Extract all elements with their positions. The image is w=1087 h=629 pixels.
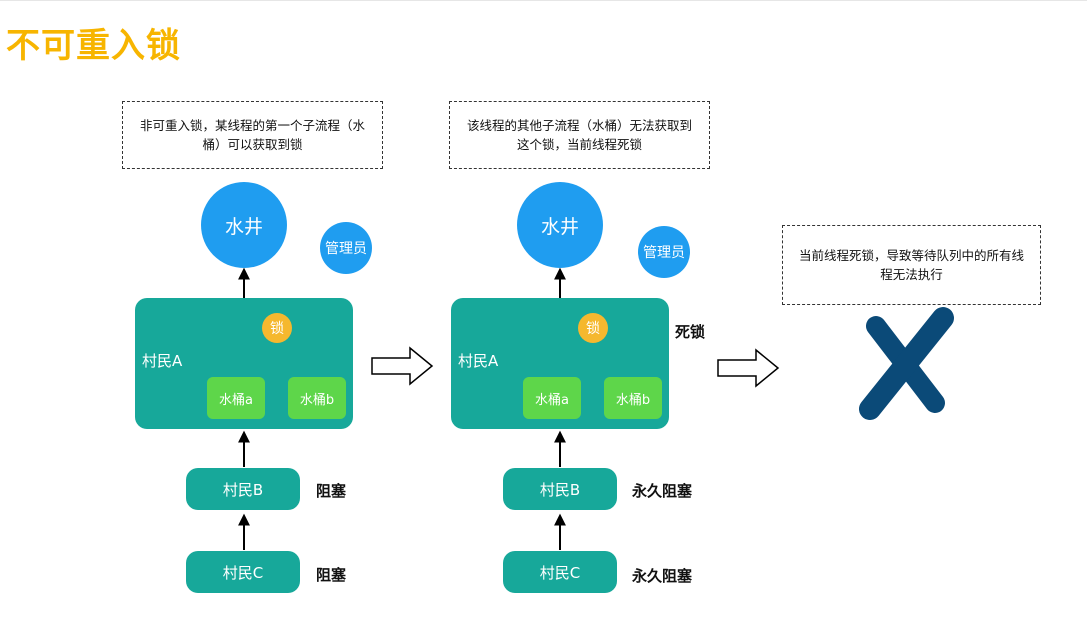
stage2-villager-a-label: 村民A [458,352,499,370]
stage1-villager-c: 村民C [186,551,300,593]
stage3-note: 当前线程死锁，导致等待队列中的所有线程无法执行 [782,225,1041,305]
stage-arrow-1 [371,346,434,386]
stage1-admin-node: 管理员 [320,222,372,274]
stage2-well-node: 水井 [517,182,603,268]
stage2-status-c: 永久阻塞 [632,567,693,585]
stage1-bucket-a: 水桶a [207,377,265,419]
stage2-bucket-b: 水桶b [604,377,662,419]
stage1-villager-a-label: 村民A [142,352,183,370]
top-divider [0,0,1087,1]
stage1-bucket-b: 水桶b [288,377,346,419]
stage2-villager-c: 村民C [503,551,617,593]
stage2-lock-node: 锁 [578,313,608,343]
stage1-status-b: 阻塞 [316,482,347,500]
big-x-icon [859,307,954,420]
stage1-lock-node: 锁 [262,313,292,343]
page-title: 不可重入锁 [6,26,181,66]
stage2-note: 该线程的其他子流程（水桶）无法获取到这个锁，当前线程死锁 [449,101,710,169]
stage1-note: 非可重入锁，某线程的第一个子流程（水桶）可以获取到锁 [122,101,383,169]
stage2-bucket-a: 水桶a [523,377,581,419]
stage1-villager-b: 村民B [186,468,300,510]
stage2-status-b: 永久阻塞 [632,482,693,500]
stage2-deadlock-label: 死锁 [675,323,706,341]
stage2-villager-b: 村民B [503,468,617,510]
stage1-well-node: 水井 [201,182,287,268]
stage2-admin-node: 管理员 [638,226,690,278]
stage-arrow-2 [717,348,780,388]
stage1-status-c: 阻塞 [316,566,347,584]
